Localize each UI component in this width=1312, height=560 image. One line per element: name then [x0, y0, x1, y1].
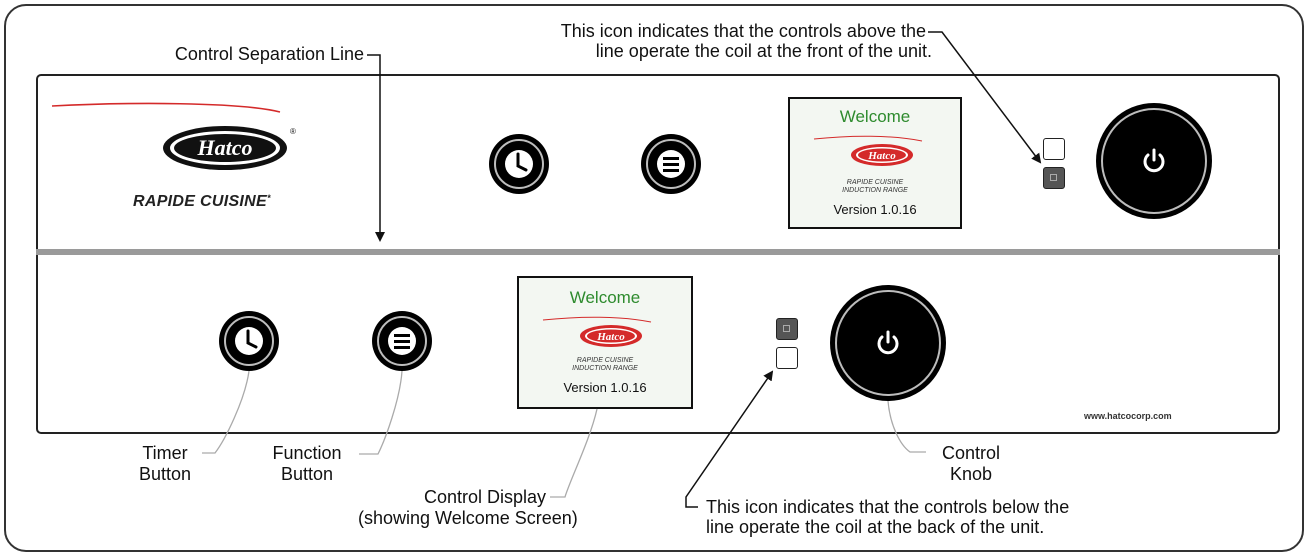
front-coil-indicator-top	[1043, 138, 1065, 160]
front-display-line1: RAPIDE CUISINE	[846, 179, 904, 186]
front-function-button[interactable]	[641, 134, 701, 194]
back-timer-button[interactable]	[219, 311, 279, 371]
function-leader	[359, 370, 403, 455]
back-coil-indicator-icon	[776, 318, 798, 340]
back-display-version: Version 1.0.16	[563, 380, 647, 395]
front-icon-arrow	[928, 31, 1042, 164]
back-icon-label-line1: This icon indicates that the controls be…	[706, 497, 1070, 517]
front-icon-label-line2: line operate the coil at the front of th…	[595, 41, 932, 61]
back-display-line2: INDUCTION RANGE	[572, 365, 638, 372]
knob-leader	[887, 400, 926, 453]
display-leader	[550, 408, 598, 498]
front-timer-button[interactable]	[489, 134, 549, 194]
diagram-frame	[4, 4, 1304, 552]
back-control-display: Welcome Hatco RAPIDE CUISINE INDUCTION R…	[517, 276, 693, 409]
back-display-welcome: Welcome	[569, 288, 641, 307]
separation-line-arrow	[367, 54, 385, 242]
svg-text:®: ®	[290, 127, 296, 136]
back-display-logo: Hatco	[542, 316, 652, 347]
back-coil-indicator-bottom	[776, 347, 798, 369]
product-name: RAPIDE CUISINE*	[133, 193, 271, 210]
front-control-display: Welcome Hatco RAPIDE CUISINE INDUCTION R…	[788, 97, 962, 229]
svg-text:Hatco: Hatco	[596, 331, 625, 343]
back-icon-label-line2: line operate the coil at the back of the…	[706, 517, 1045, 537]
front-control-knob[interactable]	[1096, 103, 1212, 219]
svg-text:Hatco: Hatco	[867, 150, 896, 162]
control-separation-line	[36, 249, 1280, 255]
back-icon-arrow	[685, 370, 774, 508]
hatco-logo: Hatco ®	[51, 102, 296, 170]
front-coil-indicator-icon	[1043, 167, 1065, 189]
timer-leader	[202, 370, 250, 454]
display-label-line2: (showing Welcome Screen)	[358, 508, 578, 528]
website-url: www.hatcocorp.com	[1084, 411, 1172, 421]
separation-line-label: Control Separation Line	[174, 44, 364, 64]
back-control-knob[interactable]	[830, 285, 946, 401]
front-display-logo: Hatco	[813, 135, 923, 166]
back-display-line1: RAPIDE CUISINE	[576, 357, 634, 364]
logo-text: Hatco	[197, 135, 253, 160]
back-function-button[interactable]	[372, 311, 432, 371]
front-display-welcome: Welcome	[839, 107, 911, 126]
front-display-line2: INDUCTION RANGE	[842, 187, 908, 194]
front-display-version: Version 1.0.16	[833, 202, 917, 217]
display-label: Control Display	[423, 487, 546, 507]
front-icon-label-line1: This icon indicates that the controls ab…	[560, 21, 926, 41]
